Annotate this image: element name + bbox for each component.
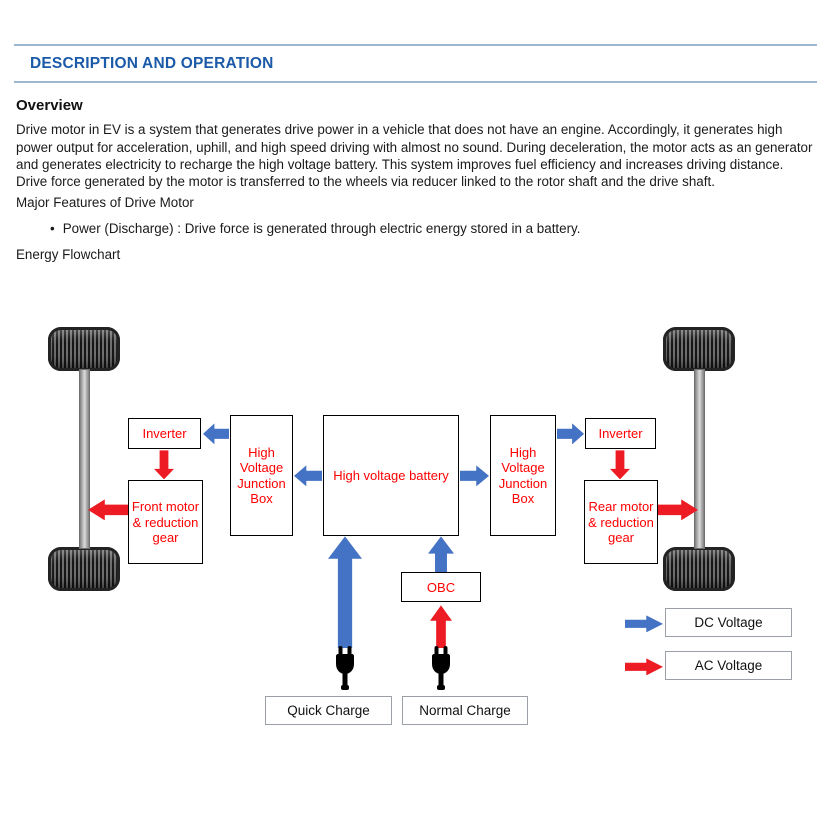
legend-dc-label-box: DC Voltage [665, 608, 792, 638]
dc-arrow-junction-to-inverter-right [557, 423, 584, 445]
feature-bullet: • Power (Discharge) : Drive force is gen… [50, 220, 815, 237]
dc-arrow-quick-charge-to-battery [328, 536, 362, 649]
header-rule-bottom [14, 81, 817, 83]
dc-arrow-obc-to-battery [428, 536, 454, 573]
rear-motor-box: Rear motor & reduction gear [584, 480, 658, 565]
front-axle-shaft [79, 369, 90, 550]
ac-arrow-normal-charge-to-obc [430, 605, 452, 649]
dc-arrow-junction-to-inverter-left [203, 423, 229, 445]
header-rule-top [14, 44, 817, 46]
obc-box: OBC [401, 572, 481, 603]
normal-charge-plug-icon [429, 646, 453, 697]
overview-section: Overview Drive motor in EV is a system t… [16, 96, 815, 263]
inverter-right-box: Inverter [585, 418, 656, 450]
header: DESCRIPTION AND OPERATION [14, 44, 817, 83]
rear-axle-tire-top [663, 327, 735, 372]
hv-battery-box: High voltage battery [323, 415, 459, 537]
overview-heading: Overview [16, 97, 83, 114]
front-axle-tire-bottom [48, 547, 120, 592]
feature-bullet-text: Power (Discharge) : Drive force is gener… [62, 220, 581, 236]
energy-flowchart-diagram: Inverter High Voltage Junction Box High … [0, 315, 831, 733]
page-title: DESCRIPTION AND OPERATION [30, 55, 274, 72]
rear-axle-tire-bottom [663, 547, 735, 592]
quick-charge-plug-icon [333, 646, 357, 697]
normal-charge-box: Normal Charge [402, 696, 528, 726]
overview-paragraph: Drive motor in EV is a system that gener… [16, 122, 813, 190]
dc-arrow-battery-to-junction-right [460, 465, 489, 487]
inverter-left-box: Inverter [128, 418, 201, 450]
ac-arrow-front-motor-to-wheel [88, 499, 128, 521]
front-axle-tire-top [48, 327, 120, 372]
front-motor-box: Front motor & reduction gear [128, 480, 203, 565]
quick-charge-box: Quick Charge [265, 696, 392, 726]
energy-flowchart-label: Energy Flowchart [16, 247, 121, 263]
legend-ac-label-box: AC Voltage [665, 651, 792, 681]
bullet-marker: • [50, 220, 55, 236]
ac-arrow-inverter-to-rear-motor [610, 450, 630, 480]
ac-arrow-inverter-to-front-motor [154, 450, 174, 480]
legend-ac-arrow-icon [625, 658, 663, 676]
legend-dc-arrow-icon [625, 615, 663, 633]
hv-junction-right-box: High Voltage Junction Box [490, 415, 556, 537]
rear-axle-shaft [694, 369, 705, 550]
dc-arrow-battery-to-junction-left [294, 465, 322, 487]
major-features-text: Major Features of Drive Motor [16, 195, 194, 211]
hv-junction-left-box: High Voltage Junction Box [230, 415, 293, 537]
ac-arrow-rear-motor-to-wheel [658, 499, 698, 521]
